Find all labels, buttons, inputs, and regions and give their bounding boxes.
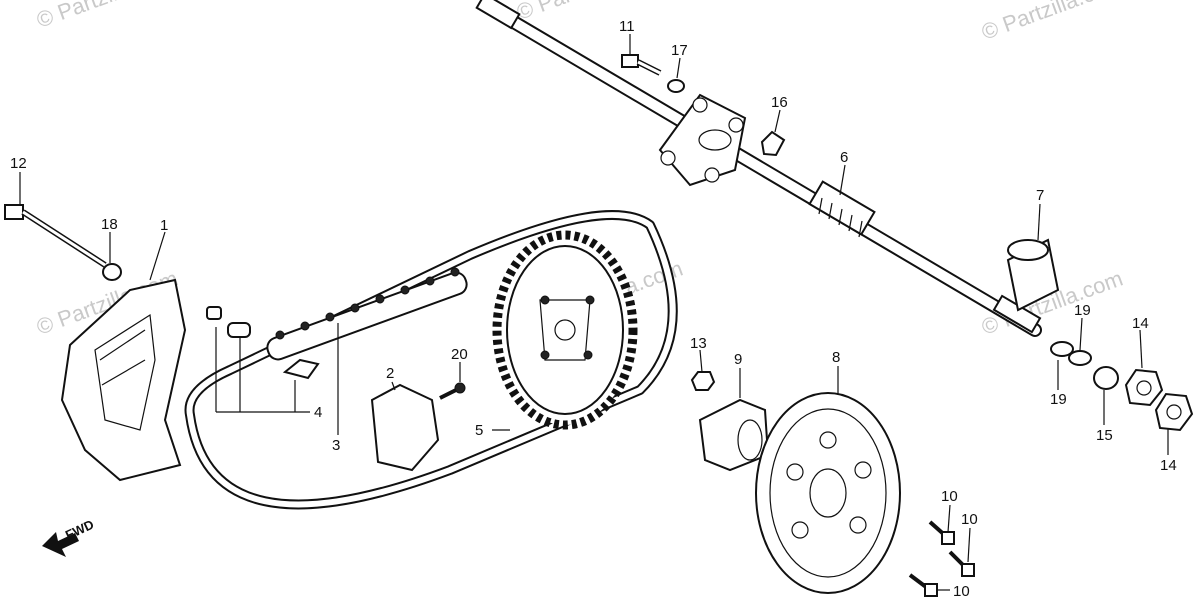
callout-2: 2 (386, 365, 394, 382)
nut-14 (1154, 392, 1194, 432)
driven-sprocket (492, 230, 638, 430)
fwd-label: FWD (63, 517, 96, 543)
callout-10: 10 (953, 583, 970, 600)
callout-10: 10 (961, 511, 978, 528)
callout-12: 12 (10, 155, 27, 172)
washer-15 (1093, 366, 1119, 390)
callout-14: 14 (1132, 315, 1149, 332)
disc-hub-9 (698, 398, 770, 472)
bolt-12 (4, 204, 107, 268)
chain-segment (266, 267, 468, 361)
chain-case (60, 278, 187, 482)
chain-slider-2 (370, 383, 440, 472)
callout-17: 17 (671, 42, 688, 59)
bolt-11 (621, 54, 662, 76)
callout-8: 8 (832, 349, 840, 366)
axle-flange-plate (658, 93, 747, 187)
callout-16: 16 (771, 94, 788, 111)
washer-19 (1050, 341, 1074, 357)
callout-19: 19 (1074, 302, 1091, 319)
callout-6: 6 (840, 149, 848, 166)
brake-disc-8 (755, 392, 901, 594)
callout-5: 5 (475, 422, 483, 439)
callout-11: 11 (619, 18, 635, 35)
drive-chain (184, 210, 678, 510)
callout-10: 10 (941, 488, 958, 505)
watermark: © Partzilla.com (513, 0, 661, 25)
washer-19 (1068, 350, 1092, 366)
nut-13 (690, 371, 716, 391)
callout-20: 20 (451, 346, 468, 363)
watermark: © Partzilla.com (978, 0, 1126, 45)
leader-lines (19, 34, 1169, 591)
collar-18 (102, 263, 122, 281)
callout-7: 7 (1036, 187, 1044, 204)
callout-18: 18 (101, 216, 118, 233)
callout-9: 9 (734, 351, 742, 368)
callout-15: 15 (1096, 427, 1113, 444)
callout-1: 1 (160, 217, 168, 234)
callout-19: 19 (1050, 391, 1067, 408)
master-link-clip (282, 358, 320, 380)
master-link-plate (206, 306, 222, 320)
lock-nut-16 (760, 130, 786, 157)
collar-7 (1006, 238, 1060, 312)
callout-4: 4 (314, 404, 322, 421)
screw-20 (439, 382, 466, 400)
bolt-10 (948, 550, 975, 577)
callout-3: 3 (332, 437, 340, 454)
watermark: © Partzilla.com (33, 0, 181, 33)
bolt-10 (928, 520, 955, 545)
bolt-10 (908, 573, 938, 597)
washer-17 (667, 79, 685, 93)
master-link-plate (227, 322, 251, 338)
callout-13: 13 (690, 335, 707, 352)
nut-14 (1124, 368, 1164, 407)
rear-axle-shaft (475, 0, 1042, 337)
callout-14: 14 (1160, 457, 1177, 474)
forward-direction-arrow: FWD (42, 517, 96, 557)
